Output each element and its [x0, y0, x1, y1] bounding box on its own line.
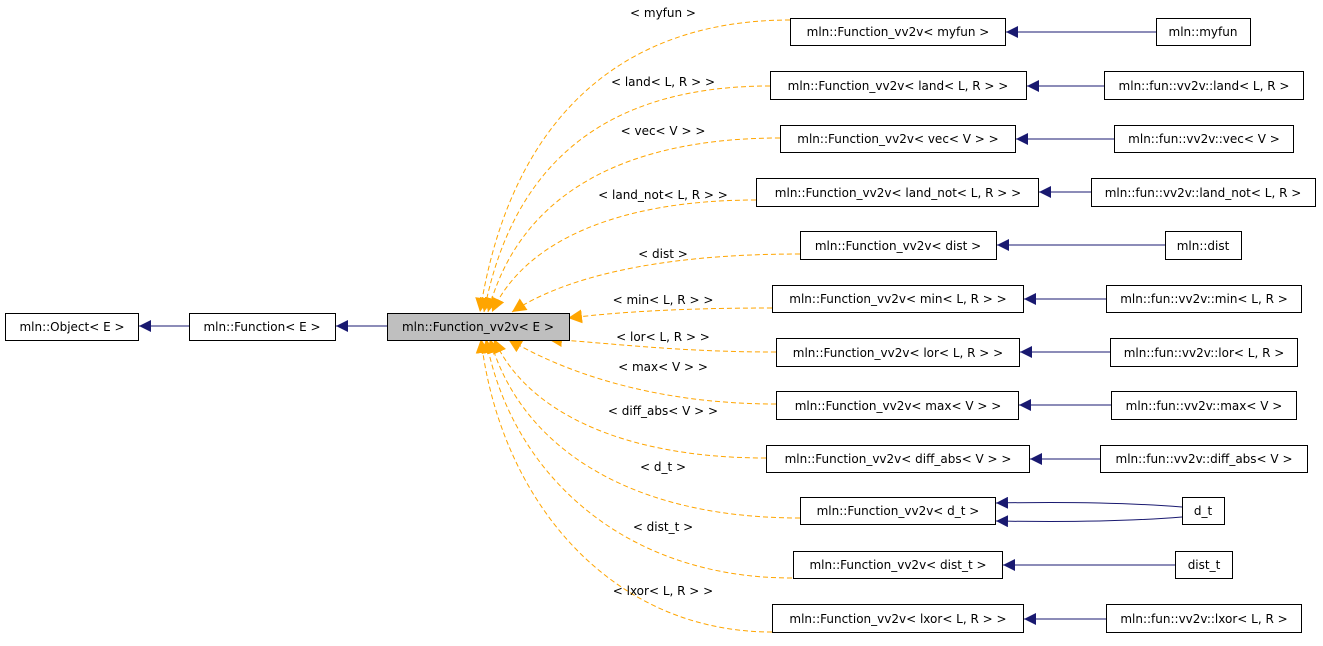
node-fv-min[interactable]: mln::Function_vv2v< min< L, R > >	[772, 285, 1024, 313]
template-edge-land	[479, 85, 771, 313]
edge-label-diff-abs: < diff_abs< V > >	[608, 404, 718, 418]
template-edge-lxor	[475, 338, 773, 633]
node-fv-d-t[interactable]: mln::Function_vv2v< d_t >	[800, 497, 996, 525]
node-lxor[interactable]: mln::fun::vv2v::lxor< L, R >	[1106, 604, 1302, 633]
node-fv-land[interactable]: mln::Function_vv2v< land< L, R > >	[770, 71, 1027, 100]
node-fv-myfun[interactable]: mln::Function_vv2v< myfun >	[790, 18, 1006, 46]
svg-text:mln::fun::vv2v::land< L, R >: mln::fun::vv2v::land< L, R >	[1119, 79, 1290, 93]
svg-text:mln::Function_vv2v< lor< L, R: mln::Function_vv2v< lor< L, R > >	[793, 346, 1003, 360]
node-vec[interactable]: mln::fun::vv2v::vec< V >	[1114, 125, 1294, 153]
svg-text:mln::Function< E >: mln::Function< E >	[203, 320, 320, 334]
edge-label-vec: < vec< V > >	[621, 124, 706, 138]
svg-text:d_t: d_t	[1194, 504, 1213, 518]
template-edge-land-not	[491, 199, 757, 313]
svg-text:mln::fun::vv2v::min< L, R >: mln::fun::vv2v::min< L, R >	[1120, 292, 1288, 306]
node-object[interactable]: mln::Object< E >	[5, 313, 139, 341]
node-fv-dist-t[interactable]: mln::Function_vv2v< dist_t >	[793, 551, 1003, 579]
edge-d-t-upper	[995, 496, 1183, 509]
node-function-vv2v: mln::Function_vv2v< E >	[387, 313, 570, 341]
svg-text:mln::Function_vv2v< myfun >: mln::Function_vv2v< myfun >	[807, 25, 990, 39]
template-edge-d-t	[487, 338, 801, 519]
edge-label-dist: < dist >	[638, 247, 688, 261]
edge-label-max: < max< V > >	[618, 360, 708, 374]
template-edge-diff-abs	[493, 338, 767, 459]
node-diff-abs[interactable]: mln::fun::vv2v::diff_abs< V >	[1100, 445, 1308, 473]
edge-label-land: < land< L, R > >	[611, 75, 715, 89]
edge-label-myfun: < myfun >	[630, 6, 696, 20]
svg-text:mln::dist: mln::dist	[1177, 239, 1230, 253]
node-land[interactable]: mln::fun::vv2v::land< L, R >	[1104, 71, 1304, 100]
edge-label-lxor: < lxor< L, R > >	[613, 584, 713, 598]
node-fv-lxor[interactable]: mln::Function_vv2v< lxor< L, R > >	[772, 604, 1024, 633]
svg-text:mln::fun::vv2v::max< V >: mln::fun::vv2v::max< V >	[1126, 399, 1283, 413]
node-land-not[interactable]: mln::fun::vv2v::land_not< L, R >	[1091, 178, 1316, 207]
node-min[interactable]: mln::fun::vv2v::min< L, R >	[1106, 285, 1302, 313]
svg-text:mln::fun::vv2v::lxor< L, R >: mln::fun::vv2v::lxor< L, R >	[1120, 612, 1287, 626]
node-fv-lor[interactable]: mln::Function_vv2v< lor< L, R > >	[776, 338, 1020, 367]
svg-text:mln::Object< E >: mln::Object< E >	[19, 320, 124, 334]
svg-text:mln::Function_vv2v< land_not<: mln::Function_vv2v< land_not< L, R > >	[775, 186, 1021, 200]
node-fv-max[interactable]: mln::Function_vv2v< max< V > >	[776, 391, 1019, 420]
node-function[interactable]: mln::Function< E >	[189, 313, 336, 341]
svg-text:mln::Function_vv2v< d_t >: mln::Function_vv2v< d_t >	[817, 504, 980, 518]
edge-label-land-not: < land_not< L, R > >	[598, 188, 728, 202]
node-fv-diff-abs[interactable]: mln::Function_vv2v< diff_abs< V > >	[766, 445, 1030, 473]
svg-text:mln::Function_vv2v< diff_abs<: mln::Function_vv2v< diff_abs< V > >	[785, 452, 1012, 466]
node-myfun[interactable]: mln::myfun	[1156, 18, 1251, 46]
edge-label-dist-t: < dist_t >	[633, 520, 693, 534]
node-max[interactable]: mln::fun::vv2v::max< V >	[1111, 391, 1297, 420]
node-d-t[interactable]: d_t	[1182, 497, 1225, 525]
svg-text:mln::Function_vv2v< lxor< L, R: mln::Function_vv2v< lxor< L, R > >	[789, 612, 1006, 626]
svg-text:mln::Function_vv2v< vec< V > >: mln::Function_vv2v< vec< V > >	[797, 132, 998, 146]
template-edge-dist	[511, 253, 801, 313]
node-dist[interactable]: mln::dist	[1165, 231, 1242, 260]
svg-text:mln::fun::vv2v::diff_abs< V >: mln::fun::vv2v::diff_abs< V >	[1116, 452, 1293, 466]
svg-text:mln::Function_vv2v< dist >: mln::Function_vv2v< dist >	[815, 239, 981, 253]
svg-text:mln::fun::vv2v::vec< V >: mln::fun::vv2v::vec< V >	[1128, 132, 1280, 146]
svg-text:mln::fun::vv2v::land_not< L, R: mln::fun::vv2v::land_not< L, R >	[1105, 186, 1302, 200]
template-edge-lor	[547, 332, 777, 353]
svg-text:mln::Function_vv2v< max< V > >: mln::Function_vv2v< max< V > >	[795, 399, 1002, 413]
svg-text:mln::myfun: mln::myfun	[1169, 25, 1238, 39]
svg-text:mln::Function_vv2v< E >: mln::Function_vv2v< E >	[402, 320, 554, 334]
template-edge-min	[567, 307, 773, 324]
edge-d-t-lower	[995, 515, 1183, 528]
template-edge-max	[507, 338, 777, 405]
node-fv-land-not[interactable]: mln::Function_vv2v< land_not< L, R > >	[756, 178, 1039, 207]
svg-text:dist_t: dist_t	[1188, 558, 1221, 572]
edge-label-d-t: < d_t >	[640, 460, 686, 474]
node-fv-dist[interactable]: mln::Function_vv2v< dist >	[800, 231, 997, 260]
template-edge-myfun	[475, 19, 791, 313]
template-edge-vec	[484, 137, 781, 313]
svg-text:mln::Function_vv2v< land< L, R: mln::Function_vv2v< land< L, R > >	[788, 79, 1009, 93]
template-edge-dist-t	[481, 338, 793, 579]
node-dist-t[interactable]: dist_t	[1175, 551, 1233, 579]
edge-label-lor: < lor< L, R > >	[616, 330, 710, 344]
svg-text:mln::Function_vv2v< min< L, R: mln::Function_vv2v< min< L, R > >	[789, 292, 1006, 306]
svg-text:mln::Function_vv2v< dist_t >: mln::Function_vv2v< dist_t >	[809, 558, 986, 572]
svg-text:mln::fun::vv2v::lor< L, R >: mln::fun::vv2v::lor< L, R >	[1124, 346, 1285, 360]
edge-label-min: < min< L, R > >	[613, 293, 714, 307]
node-lor[interactable]: mln::fun::vv2v::lor< L, R >	[1110, 338, 1298, 367]
node-fv-vec[interactable]: mln::Function_vv2v< vec< V > >	[780, 125, 1016, 153]
